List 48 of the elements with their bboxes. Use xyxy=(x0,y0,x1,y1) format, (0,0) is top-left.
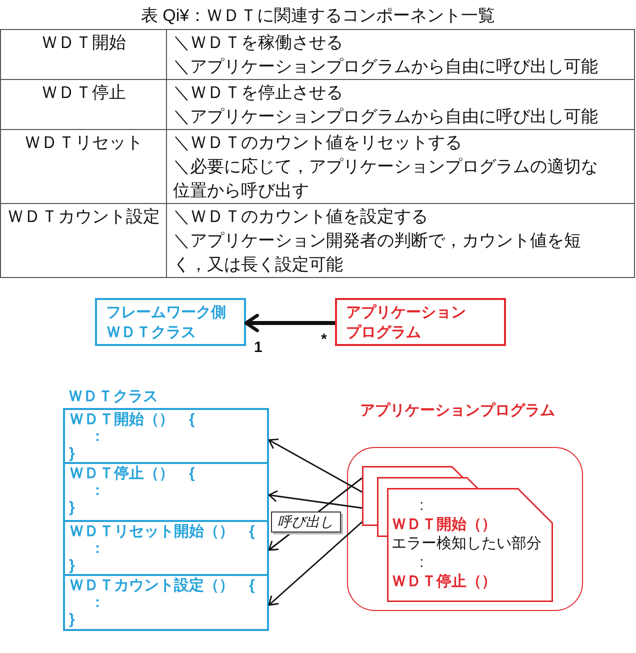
method-compartment xyxy=(63,462,269,520)
method-compartment xyxy=(63,574,269,631)
code-line: : xyxy=(418,552,424,572)
code-line: ＷＤＴカウント設定（） { xyxy=(69,577,255,594)
code-line: } xyxy=(69,499,75,516)
arrow xyxy=(268,521,362,606)
table-title: 表 Qi¥：ＷＤＴに関連するコンポーネント一覧 xyxy=(140,5,496,27)
edge-label: 呼び出し xyxy=(270,511,341,532)
code-line: : xyxy=(94,428,100,445)
bullet-item: ＼ＷＤＴのカウント値をリセットする xyxy=(173,132,462,154)
method-compartment xyxy=(63,408,269,462)
bullet-item: ＼ＷＤＴのカウント値を設定する xyxy=(173,206,428,228)
code-line: : xyxy=(94,594,100,611)
bullet-item: ＼ＷＤＴを停止させる xyxy=(173,82,343,104)
code-line: } xyxy=(69,557,75,574)
code-line: ＷＤＴ停止（） { xyxy=(69,465,195,482)
arrow xyxy=(268,490,362,509)
component-name: ＷＤＴリセット xyxy=(24,132,143,154)
multiplicity-label: * xyxy=(321,332,327,348)
program-box xyxy=(335,298,506,346)
code-line: } xyxy=(69,445,75,462)
code-line: ＷＤＴ開始（） { xyxy=(69,411,195,428)
code-line: ＷＤＴリセット開始（） { xyxy=(69,523,255,540)
code-line: : xyxy=(94,540,100,557)
box-label: フレームワーク側ＷＤＴクラス xyxy=(106,303,227,343)
bullet-item: ＼ＷＤＴを稼働させる xyxy=(173,32,343,54)
bullet-item: ＼アプリケーションプログラムから自由に呼び出し可能 xyxy=(173,56,598,78)
program-heading: アプリケーションプログラム xyxy=(360,402,555,420)
component-name: ＷＤＴカウント設定 xyxy=(7,206,160,228)
method-compartment xyxy=(63,520,269,574)
component-name: ＷＤＴ開始 xyxy=(41,32,126,54)
arrow xyxy=(268,438,362,493)
class-name: ＷＤＴクラス xyxy=(68,388,158,406)
code-line: : xyxy=(418,496,424,514)
arrow xyxy=(244,314,335,332)
code-line: ＷＤＴ停止（） xyxy=(392,572,496,590)
code-line: ＷＤＴ開始（） xyxy=(392,514,496,534)
component-name: ＷＤＴ停止 xyxy=(41,82,126,104)
code-line: } xyxy=(69,611,75,628)
multiplicity-label: 1 xyxy=(254,340,262,356)
bullet-item: ＼アプリケーションプログラムから自由に呼び出し可能 xyxy=(173,106,598,128)
bullet-item: ＼アプリケーション開発者の判断で，カウント値を短く，又は長く設定可能 xyxy=(173,230,582,276)
box-label: アプリケーションプログラム xyxy=(346,303,467,343)
document-stack xyxy=(362,466,552,602)
class-box xyxy=(95,298,246,346)
code-line: エラー検知したい部分 xyxy=(392,534,542,552)
code-line: : xyxy=(94,482,100,499)
bullet-item: ＼必要に応じて，アプリケーションプログラムの適切な位置から呼び出す xyxy=(173,156,599,202)
